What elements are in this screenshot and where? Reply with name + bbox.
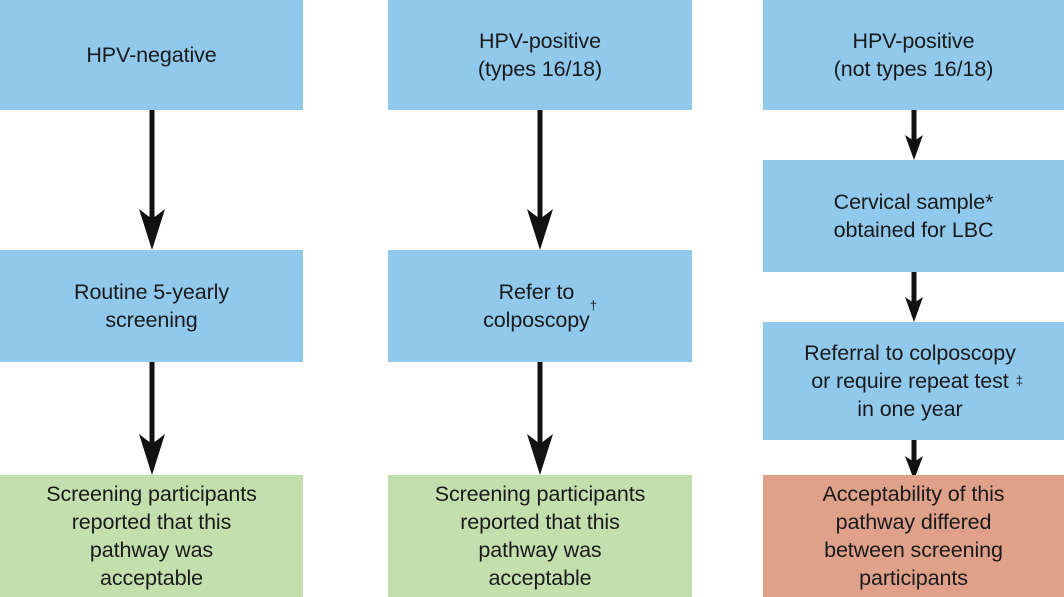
arrow-c2-1 (524, 110, 556, 250)
node-refer-colposcopy: Refer to colposcopy† (388, 250, 692, 362)
node-hpv-positive-not-1618-label: HPV-positive (not types 16/18) (833, 29, 994, 81)
arrow-c1-1 (136, 110, 168, 250)
node-hpv-negative-label: HPV-negative (86, 43, 217, 67)
arrow-c2-2 (524, 362, 556, 475)
pathway-column-hpv-positive-other: HPV-positive (not types 16/18) Cervical … (763, 0, 1064, 597)
node-acceptable-c1-label: Screening participants reported that thi… (46, 482, 257, 590)
node-cervical-sample-label: Cervical sample* obtained for LBC (833, 190, 994, 242)
node-acceptable-c1: Screening participants reported that thi… (0, 475, 303, 597)
node-hpv-positive-1618: HPV-positive (types 16/18) (388, 0, 692, 110)
node-acceptable-c2: Screening participants reported that thi… (388, 475, 692, 597)
node-routine-screening-label: Routine 5-yearly screening (74, 280, 229, 332)
node-acceptability-differed-label: Acceptability of this pathway differed b… (822, 482, 1005, 590)
node-hpv-positive-1618-label: HPV-positive (types 16/18) (477, 29, 603, 81)
arrow-c3-2 (901, 272, 927, 322)
node-referral-or-repeat-label: Referral to colposcopy or require repeat… (804, 341, 1016, 421)
arrow-c3-3 (901, 440, 927, 480)
node-cervical-sample: Cervical sample* obtained for LBC (763, 160, 1064, 272)
node-routine-screening: Routine 5-yearly screening (0, 250, 303, 362)
node-referral-or-repeat: Referral to colposcopy or require repeat… (763, 322, 1064, 440)
node-acceptability-differed: Acceptability of this pathway differed b… (763, 475, 1064, 597)
node-acceptable-c2-label: Screening participants reported that thi… (434, 482, 646, 590)
arrow-c1-2 (136, 362, 168, 475)
node-hpv-negative: HPV-negative (0, 0, 303, 110)
pathway-column-hpv-positive-1618: HPV-positive (types 16/18) Refer to colp… (388, 0, 692, 597)
node-hpv-positive-not-1618: HPV-positive (not types 16/18) (763, 0, 1064, 110)
node-refer-colposcopy-label: Refer to colposcopy (483, 280, 590, 332)
pathway-column-hpv-negative: HPV-negative Routine 5-yearly screening … (0, 0, 303, 597)
arrow-c3-1 (901, 110, 927, 160)
